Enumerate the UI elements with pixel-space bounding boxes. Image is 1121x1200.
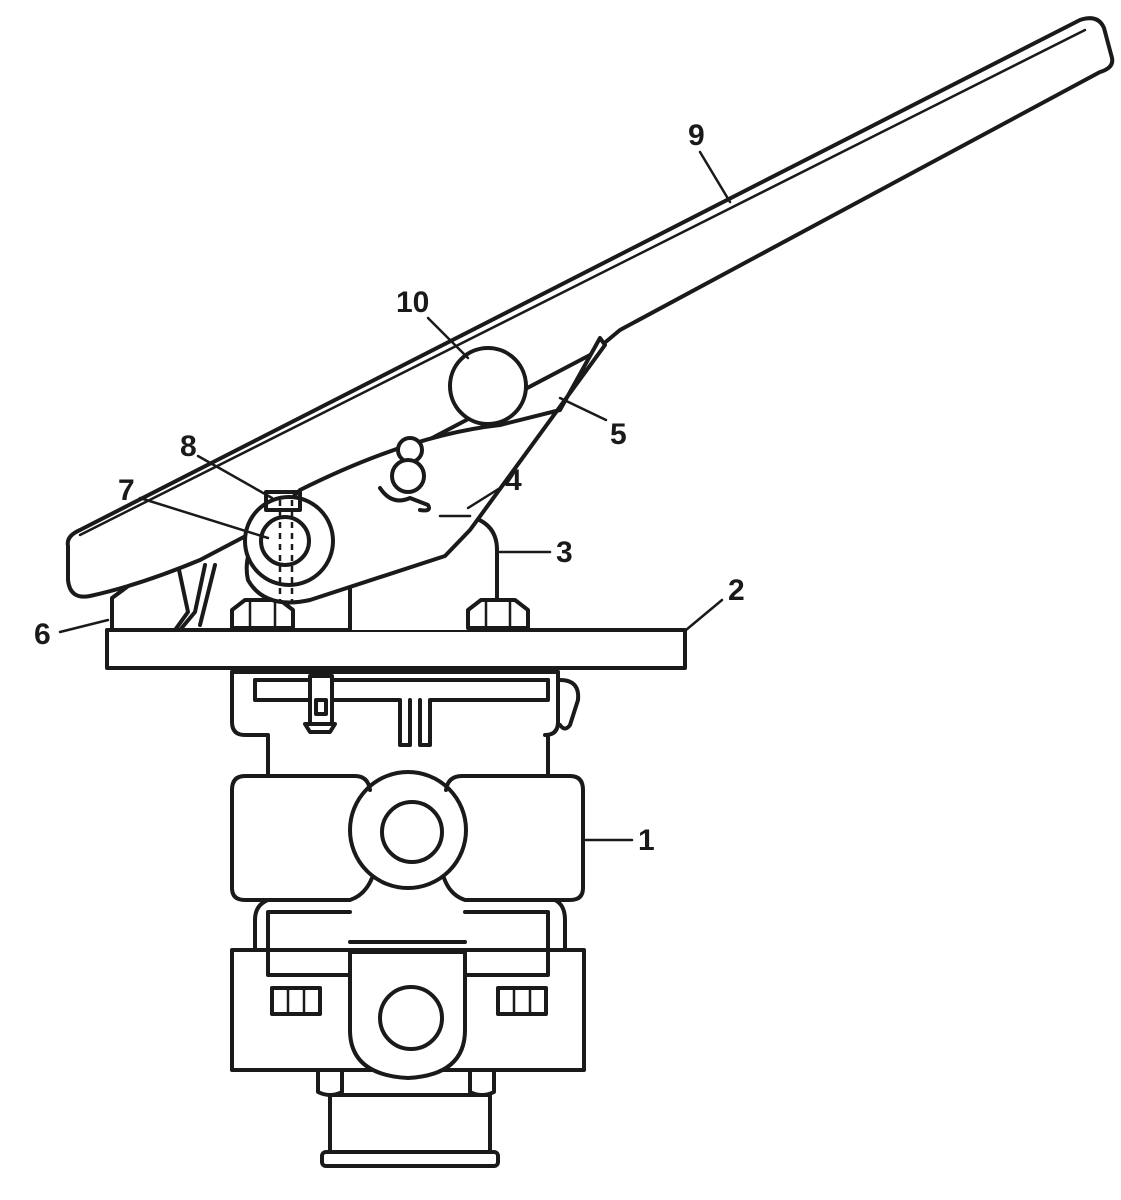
- pivot-assembly: [243, 490, 335, 602]
- label-6: 6: [34, 618, 51, 651]
- leader-5: [558, 396, 608, 422]
- bolt-left: [270, 986, 322, 1016]
- leader-lines: [58, 150, 732, 842]
- leader-6: [58, 618, 110, 634]
- bottom-port: [378, 985, 444, 1051]
- leader-7: [138, 496, 270, 540]
- leader-9: [698, 150, 732, 204]
- label-2: 2: [728, 574, 745, 607]
- label-3: 3: [556, 536, 573, 569]
- leader-4: [466, 486, 502, 510]
- label-7: 7: [118, 474, 135, 507]
- nut-right: [466, 598, 530, 630]
- label-10: 10: [396, 286, 429, 319]
- grease-fitting: [264, 490, 302, 512]
- label-8: 8: [180, 430, 197, 463]
- linkage-spring: [378, 436, 431, 513]
- label-4: 4: [505, 464, 522, 497]
- leader-10: [426, 316, 470, 360]
- valve-body: [230, 670, 586, 1168]
- treadle-pedal: [65, 16, 1115, 599]
- bolt-right: [496, 986, 548, 1016]
- leader-8: [196, 454, 274, 500]
- label-5: 5: [610, 418, 627, 451]
- leader-2: [684, 598, 724, 632]
- exhaust-cap: [328, 1093, 492, 1159]
- label-1: 1: [638, 824, 655, 857]
- roller: [448, 346, 528, 426]
- mounting-plate: [105, 628, 687, 670]
- center-port: [380, 800, 444, 864]
- pivot-pin: [259, 515, 311, 567]
- label-9: 9: [688, 119, 705, 152]
